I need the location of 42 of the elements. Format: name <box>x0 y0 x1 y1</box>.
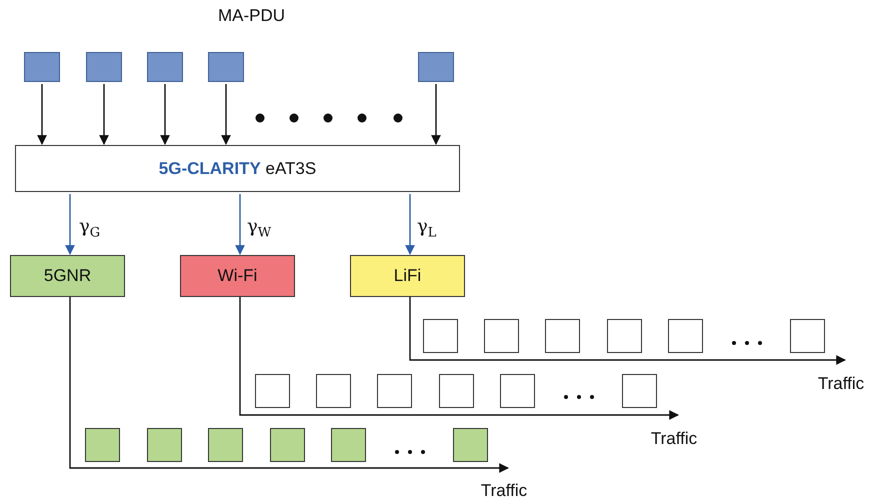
packet-box <box>85 428 120 462</box>
pdu-square <box>24 52 60 82</box>
packet-box <box>453 428 488 462</box>
traffic-axis <box>69 297 509 473</box>
pdu-square <box>147 52 183 82</box>
packet-box <box>316 374 351 408</box>
access-box: LiFi <box>350 255 465 297</box>
packet-box <box>255 374 290 408</box>
packet-box <box>545 319 580 353</box>
packet-box <box>377 374 412 408</box>
packet-box <box>331 428 366 462</box>
arrow <box>431 84 441 145</box>
packet-box <box>500 374 535 408</box>
axis-label: Traffic <box>469 480 539 502</box>
arrow <box>235 194 245 255</box>
packet-box <box>607 319 642 353</box>
packet-box <box>423 319 458 353</box>
packet-box <box>668 319 703 353</box>
arrow <box>99 84 109 145</box>
arrow <box>221 84 231 145</box>
arrow <box>160 84 170 145</box>
packet-box <box>270 428 305 462</box>
arrow <box>65 194 75 255</box>
packet-box <box>484 319 519 353</box>
packet-box <box>622 374 657 408</box>
queue-label: MA-PDU <box>218 6 286 26</box>
packet-box <box>790 319 825 353</box>
access-box: 5GNR <box>10 255 125 297</box>
pdu-square <box>208 52 244 82</box>
arrow <box>37 84 47 145</box>
axis-label: Traffic <box>639 427 709 451</box>
access-box: Wi-Fi <box>180 255 295 297</box>
pdu-square <box>418 52 454 82</box>
scheduler-box: 5G-CLARITY eAT3S <box>15 145 460 192</box>
traffic-axis <box>409 297 846 365</box>
packet-box <box>208 428 243 462</box>
packet-box <box>147 428 182 462</box>
packet-box <box>439 374 474 408</box>
traffic-axis <box>239 297 679 420</box>
axis-label: Traffic <box>806 372 875 396</box>
arrow <box>405 194 415 255</box>
pdu-square <box>86 52 122 82</box>
